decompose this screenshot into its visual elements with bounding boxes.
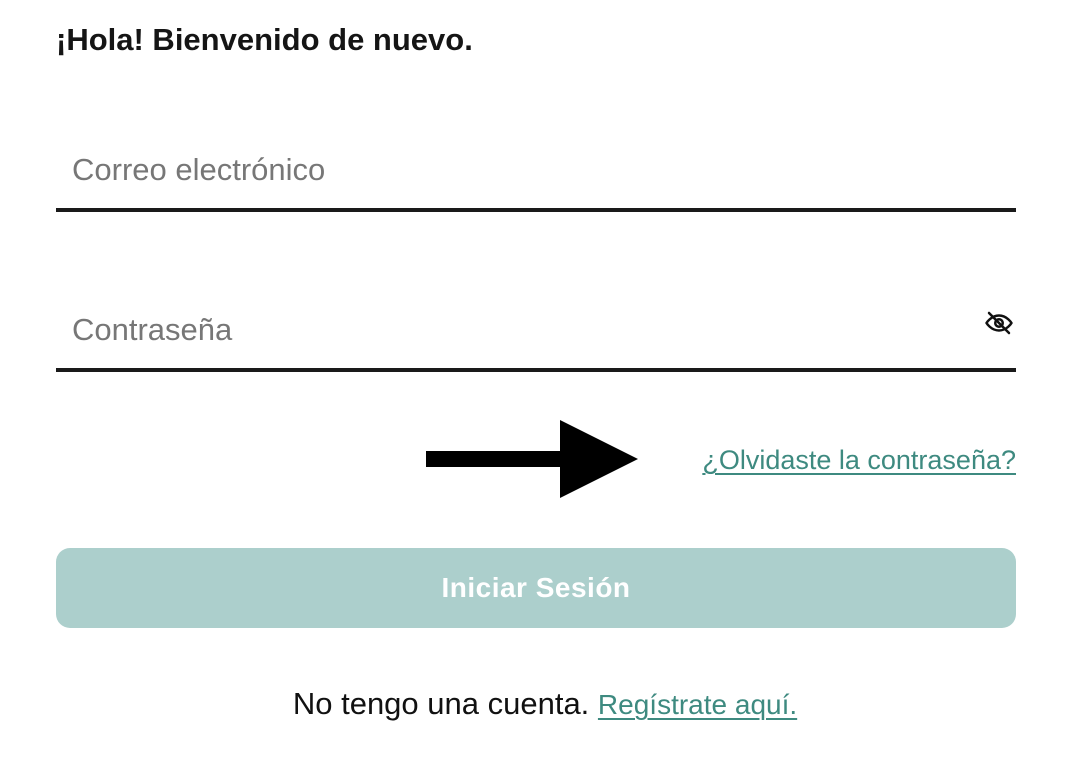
- password-field[interactable]: [56, 304, 1016, 356]
- login-button[interactable]: Iniciar Sesión: [56, 548, 1016, 628]
- password-field-container: [56, 282, 1016, 372]
- eye-slash-icon: [985, 311, 1013, 335]
- page-title: ¡Hola! Bienvenido de nuevo.: [56, 22, 473, 57]
- email-field[interactable]: [56, 144, 1016, 196]
- signup-row: No tengo una cuenta. Regístrate aquí.: [0, 684, 1090, 725]
- forgot-password-link[interactable]: ¿Olvidaste la contraseña?: [702, 445, 1016, 475]
- toggle-password-visibility-button[interactable]: [982, 306, 1016, 340]
- signup-prompt: No tengo una cuenta.: [292, 686, 590, 721]
- arrow-right-icon: [426, 420, 638, 498]
- register-link[interactable]: Regístrate aquí.: [597, 689, 798, 720]
- email-field-container: [56, 122, 1016, 212]
